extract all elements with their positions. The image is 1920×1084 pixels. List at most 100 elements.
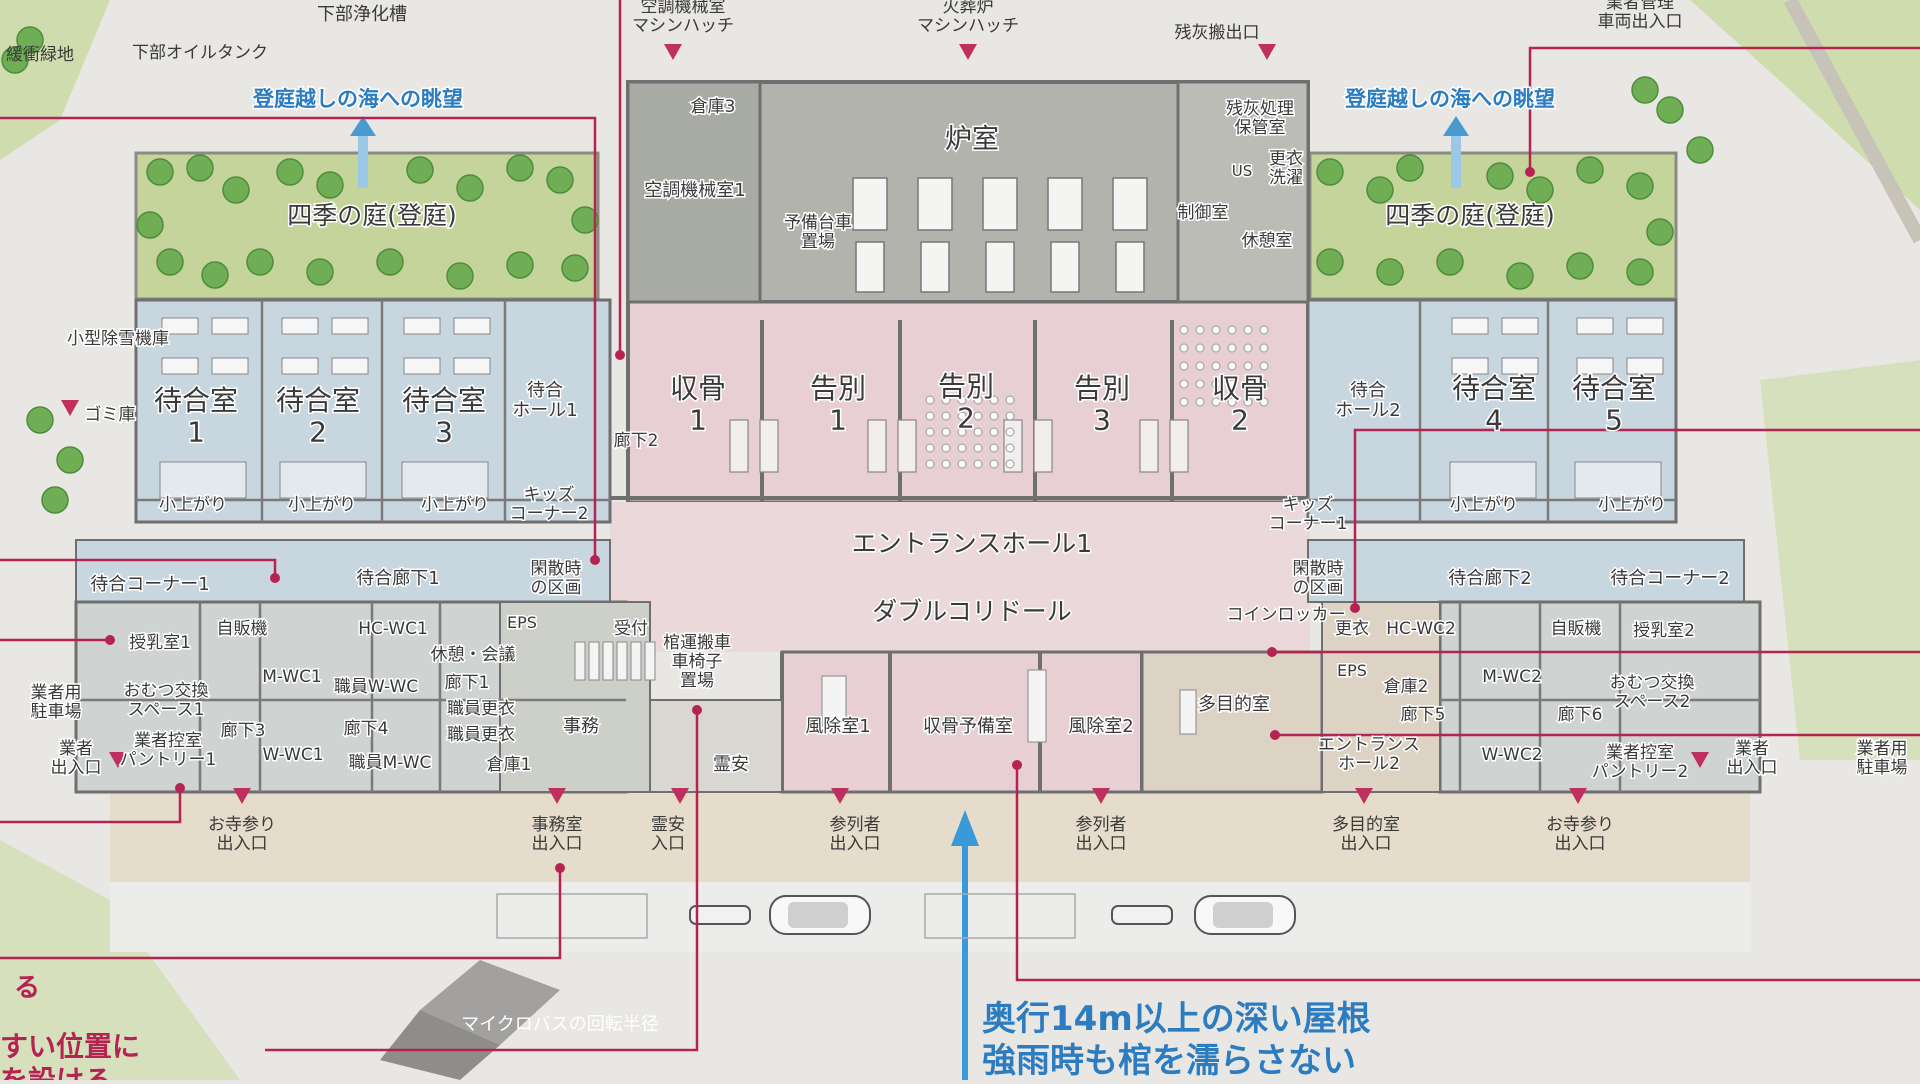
seat-farewell2 bbox=[973, 443, 983, 453]
seat-farewell2 bbox=[973, 459, 983, 469]
label-vendor-parking-right: 業者用駐車場 bbox=[1857, 739, 1908, 778]
office-desk bbox=[616, 641, 628, 681]
seat-bone2 bbox=[1211, 325, 1221, 335]
car-roof-1 bbox=[1213, 902, 1273, 928]
leader-line-3 bbox=[0, 558, 277, 578]
label-buffer-green: 緩衝緑地 bbox=[6, 45, 74, 65]
seat-farewell2 bbox=[1005, 411, 1015, 421]
seat-bone2 bbox=[1195, 361, 1205, 371]
label-left-frag2: すい位置に bbox=[0, 1030, 140, 1063]
leader-dot-1 bbox=[1525, 167, 1535, 177]
label-garden-right: 四季の庭(登庭) bbox=[1385, 201, 1555, 230]
waiting-table bbox=[1501, 317, 1539, 335]
tree-0 bbox=[146, 158, 174, 186]
label-corridor1: 廊下1 bbox=[445, 673, 490, 693]
seat-bone2 bbox=[1243, 397, 1253, 407]
office-desk bbox=[574, 641, 586, 681]
label-eps-right: EPS bbox=[1337, 661, 1367, 680]
ash-room-block bbox=[1176, 80, 1310, 304]
seat-bone2 bbox=[1243, 343, 1253, 353]
tree-18 bbox=[571, 206, 599, 234]
waiting-table bbox=[1451, 317, 1489, 335]
waiting-table bbox=[161, 317, 199, 335]
furnace-bottom-0 bbox=[855, 241, 885, 293]
label-view-right: 登庭越しの海への眺望 bbox=[1344, 87, 1555, 111]
label-staff-change-b: 職員更衣 bbox=[447, 725, 515, 745]
label-ash-storage: 残灰処理保管室 bbox=[1226, 99, 1294, 138]
label-sewage: 下部浄化槽 bbox=[317, 4, 407, 25]
tree-30 bbox=[1506, 262, 1534, 290]
label-diaper2: おむつ交換スペース2 bbox=[1610, 673, 1695, 712]
seat-bone2 bbox=[1227, 343, 1237, 353]
label-waiting-corridor2: 待合廊下2 bbox=[1448, 568, 1531, 589]
label-trash: ゴミ庫 bbox=[85, 404, 136, 425]
label-waiting-corner1: 待合コーナー1 bbox=[90, 574, 209, 595]
label-left-frag3: を設ける bbox=[0, 1064, 112, 1080]
label-vendor-pantry2: 業者控室パントリー2 bbox=[1592, 743, 1689, 782]
hall-column-3 bbox=[897, 419, 917, 473]
label-changing-right: 更衣 bbox=[1335, 619, 1369, 639]
car-roof-0 bbox=[788, 902, 848, 928]
seat-bone2 bbox=[1195, 397, 1205, 407]
label-hc-wc1: HC-WC1 bbox=[358, 619, 428, 639]
seat-farewell2 bbox=[925, 395, 935, 405]
label-vendor-pantry1: 業者控室パントリー1 bbox=[120, 731, 217, 770]
label-vending-right: 自販機 bbox=[1551, 619, 1602, 639]
leader-line-0 bbox=[0, 116, 597, 560]
label-spirit: 霊安 bbox=[713, 754, 749, 775]
label-storage1: 倉庫1 bbox=[487, 755, 532, 775]
hearse-0 bbox=[689, 905, 751, 925]
west-slope-green bbox=[0, 840, 240, 1080]
entry-marker-0 bbox=[664, 44, 682, 60]
tree-39 bbox=[1631, 76, 1659, 104]
leader-dot-9 bbox=[1012, 760, 1022, 770]
seat-farewell2 bbox=[925, 411, 935, 421]
label-w-wc1: W-WC1 bbox=[262, 745, 323, 765]
label-tatami-c: 小上がり bbox=[421, 495, 489, 515]
furnace-units bbox=[852, 177, 1148, 293]
seat-farewell2 bbox=[989, 427, 999, 437]
tatami-platform bbox=[1574, 461, 1662, 499]
waiting-table bbox=[161, 357, 199, 375]
tatami-platform bbox=[401, 461, 489, 499]
leader-line-9 bbox=[1015, 765, 1920, 982]
label-w-wc2: W-WC2 bbox=[1481, 745, 1542, 765]
label-corridor5: 廊下5 bbox=[1401, 705, 1446, 725]
seat-bone2 bbox=[1259, 325, 1269, 335]
furnace-top-4 bbox=[1112, 177, 1148, 231]
waiting-table bbox=[1576, 357, 1614, 375]
tree-21 bbox=[1396, 154, 1424, 182]
multipurpose-block bbox=[1140, 650, 1324, 794]
entry-marker-11 bbox=[61, 400, 79, 416]
hall-zone bbox=[610, 502, 1310, 652]
furnace-bottom-4 bbox=[1115, 241, 1145, 293]
label-small-snow: 小型除雪機庫 bbox=[67, 329, 169, 349]
bus-turn-sweep-2 bbox=[380, 1010, 500, 1080]
tree-8 bbox=[546, 166, 574, 194]
waiting-table bbox=[453, 357, 491, 375]
label-waiting-hall1: 待合ホール1 bbox=[512, 380, 577, 421]
east-slope-green bbox=[1760, 360, 1920, 760]
label-multi-entry: 多目的室出入口 bbox=[1332, 815, 1400, 854]
waiting-table bbox=[211, 317, 249, 335]
tree-5 bbox=[406, 156, 434, 184]
label-oil-tank: 下部オイルタンク bbox=[132, 43, 268, 63]
label-waiting-corner2: 待合コーナー2 bbox=[1610, 568, 1729, 589]
label-tatami-e: 小上がり bbox=[1598, 495, 1666, 515]
seat-bone2 bbox=[1211, 343, 1221, 353]
tree-38 bbox=[1656, 96, 1684, 124]
label-tatami-d: 小上がり bbox=[1450, 495, 1518, 515]
label-m-wc1: M-WC1 bbox=[262, 667, 322, 687]
hall-column-6 bbox=[1139, 419, 1159, 473]
tree-28 bbox=[1376, 258, 1404, 286]
seat-farewell2 bbox=[941, 459, 951, 469]
tree-23 bbox=[1526, 176, 1554, 204]
label-corridor3: 廊下3 bbox=[221, 721, 266, 741]
furnace-bottom-2 bbox=[985, 241, 1015, 293]
label-us: US bbox=[1232, 162, 1253, 180]
roof-depth-arrow bbox=[951, 810, 979, 1080]
tree-29 bbox=[1436, 248, 1464, 276]
entry-marker-3 bbox=[831, 788, 849, 804]
